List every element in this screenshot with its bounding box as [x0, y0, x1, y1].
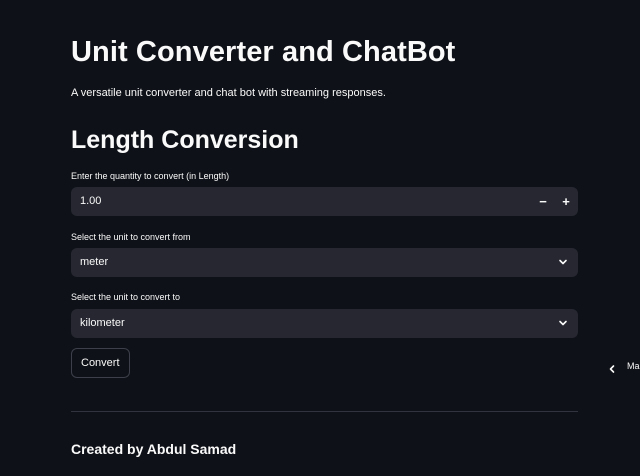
quantity-input[interactable]	[80, 187, 500, 216]
quantity-stepper: − +	[71, 187, 578, 216]
chevron-down-icon	[558, 257, 568, 267]
chevron-down-icon	[558, 318, 568, 328]
from-unit-value: meter	[80, 256, 109, 268]
from-unit-select[interactable]: meter	[71, 248, 578, 277]
quantity-label: Enter the quantity to convert (in Length…	[71, 171, 230, 181]
to-unit-label: Select the unit to convert to	[71, 292, 181, 302]
page-subtitle: A versatile unit converter and chat bot …	[71, 87, 386, 99]
from-unit-label: Select the unit to convert from	[71, 232, 191, 242]
divider	[71, 411, 578, 412]
convert-button[interactable]: Convert	[71, 348, 130, 378]
section-title: Length Conversion	[71, 126, 299, 154]
decrement-button[interactable]: −	[539, 194, 547, 209]
page-title: Unit Converter and ChatBot	[71, 36, 456, 68]
sidebar-toggle-label: Ma	[627, 361, 640, 371]
sidebar-toggle[interactable]: Ma	[607, 358, 640, 374]
chevron-left-icon	[607, 361, 617, 373]
increment-button[interactable]: +	[562, 194, 570, 209]
to-unit-select[interactable]: kilometer	[71, 309, 578, 338]
to-unit-value: kilometer	[80, 317, 125, 329]
footer-credit: Created by Abdul Samad	[71, 441, 237, 457]
